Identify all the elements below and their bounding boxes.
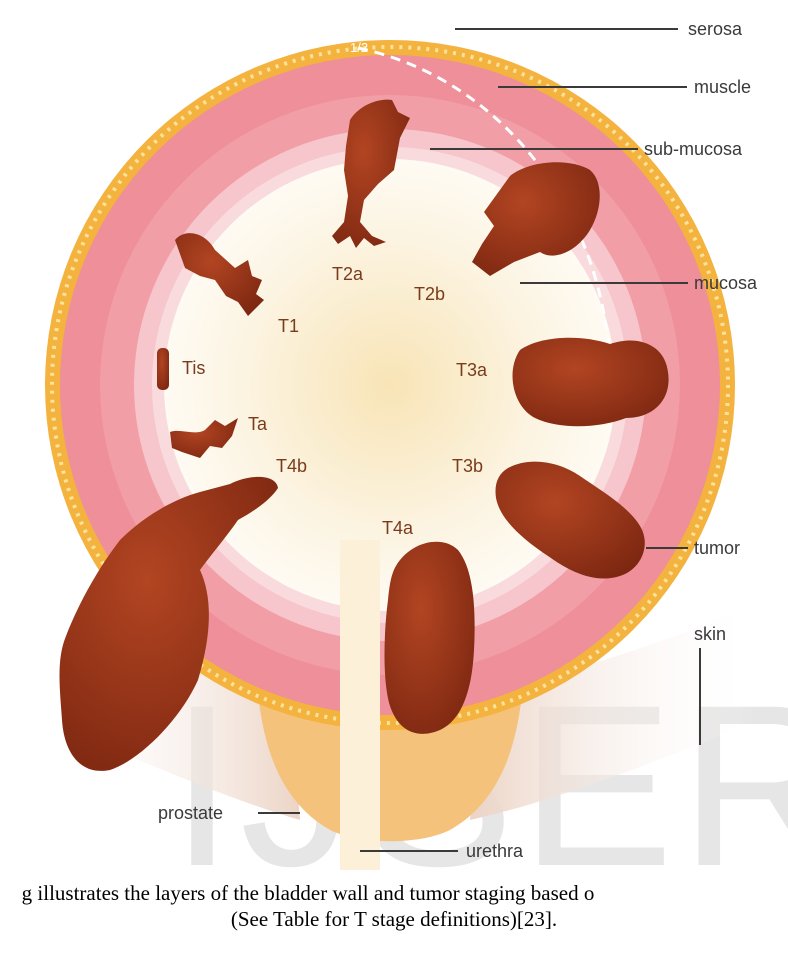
- stage-label-tis: Tis: [182, 358, 205, 378]
- half-mark-text: 1/2: [350, 40, 368, 55]
- stage-label-t2b: T2b: [414, 284, 445, 304]
- tumor-t4a: [385, 542, 475, 734]
- caption-line-1: g illustrates the layers of the bladder …: [0, 880, 788, 906]
- stage-label-t2a: T2a: [332, 264, 364, 284]
- stage-label-t4b: T4b: [276, 456, 307, 476]
- tumor-t3a: [513, 338, 669, 427]
- stage-label-ta: Ta: [248, 414, 268, 434]
- label-submucosa: sub-mucosa: [644, 139, 743, 159]
- stage-label-t1: T1: [278, 316, 299, 336]
- stage-label-t4a: T4a: [382, 518, 414, 538]
- stage-label-t3a: T3a: [456, 360, 488, 380]
- urethra: [340, 540, 380, 870]
- figure-caption: g illustrates the layers of the bladder …: [0, 880, 788, 932]
- label-tumor: tumor: [694, 538, 740, 558]
- label-muscle: muscle: [694, 77, 751, 97]
- label-serosa: serosa: [688, 19, 743, 39]
- label-mucosa: mucosa: [694, 273, 758, 293]
- tumor-tis: [157, 348, 169, 390]
- caption-line-2: (See Table for T stage definitions)[23].: [0, 906, 788, 932]
- label-prostate: prostate: [158, 803, 223, 823]
- stage-label-t3b: T3b: [452, 456, 483, 476]
- label-urethra: urethra: [466, 841, 524, 861]
- label-skin: skin: [694, 624, 726, 644]
